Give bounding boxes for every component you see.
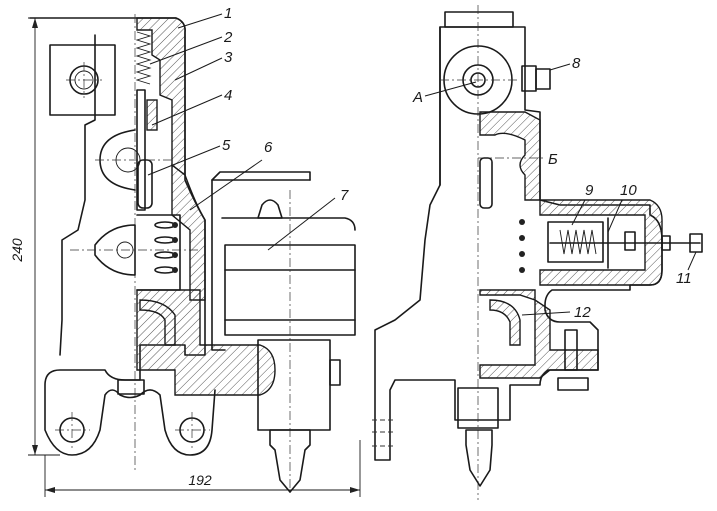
piston-5 [137, 159, 153, 209]
callout-3: 3 [224, 49, 233, 66]
leader-4 [151, 94, 223, 126]
leader-10 [607, 199, 623, 233]
leader-A [424, 81, 477, 97]
right-connector [465, 429, 493, 487]
callout-9: 9 [585, 182, 594, 199]
right-wall-section-upper [479, 111, 541, 201]
callout-7: 7 [340, 187, 349, 204]
fitting-8-body [521, 65, 537, 92]
spring-coil [172, 237, 178, 243]
callout-4: 4 [224, 87, 232, 104]
left-inner-profile [59, 34, 96, 356]
leader-11 [687, 251, 697, 271]
leader-7 [267, 197, 336, 251]
leader-6 [189, 159, 263, 211]
bolt-vertical [564, 329, 578, 371]
side-nut [329, 359, 341, 386]
right-housing-lower [457, 387, 499, 429]
spring-coil [172, 252, 178, 258]
spring-2 [135, 31, 152, 85]
spring-lower [154, 221, 176, 274]
right-piston [479, 157, 493, 209]
leader-5 [147, 145, 221, 176]
connector [269, 429, 311, 493]
coil-terminal [257, 199, 283, 219]
leader-3 [174, 57, 223, 81]
leader-2 [149, 36, 223, 65]
bracket-top [211, 171, 311, 181]
left-view: 240 192 1 2 3 4 5 6 7 [9, 5, 361, 497]
guide-4 [146, 99, 158, 131]
spring-coil [172, 267, 178, 273]
dim-width-label: 192 [188, 472, 212, 488]
callout-5: 5 [222, 137, 231, 154]
spring-9 [559, 229, 597, 255]
leader-9 [571, 199, 586, 226]
lock-nut [661, 235, 671, 251]
callout-11: 11 [676, 270, 692, 287]
left-upper-block [49, 44, 116, 116]
leader-1 [177, 13, 223, 29]
valve-housing-section [539, 199, 663, 286]
right-view: A 8 Б 9 10 11 12 [372, 5, 703, 500]
fitting-8-nut [535, 68, 551, 90]
left-wall-section-upper [136, 17, 186, 177]
valve-seat [624, 231, 636, 251]
valve-cup [94, 224, 136, 276]
callout-8: 8 [572, 55, 581, 72]
spring-right-lower [519, 219, 525, 273]
callout-10: 10 [620, 182, 637, 199]
bolt-head [557, 377, 589, 391]
right-base-section [479, 289, 599, 379]
callout-A: A [412, 89, 423, 106]
left-wall-section-mid [171, 163, 206, 301]
valve-chamber [547, 221, 604, 263]
plunger-rod [136, 89, 146, 211]
dim-arrow [32, 18, 38, 28]
spring-coil [172, 222, 178, 228]
callout-2: 2 [223, 29, 233, 46]
callout-6: 6 [264, 139, 273, 156]
top-cap [444, 11, 514, 28]
coil-cover [221, 217, 356, 231]
dim-arrow [350, 487, 360, 493]
curved-channel-12 [489, 299, 521, 346]
curved-channel [139, 299, 176, 346]
leader-8 [549, 63, 571, 71]
callout-1: 1 [224, 5, 232, 22]
leader-12 [521, 311, 571, 316]
dim-height-label: 240 [9, 238, 25, 263]
dim-arrow [32, 445, 38, 455]
callout-12: 12 [574, 304, 591, 321]
callout-B: Б [548, 151, 558, 168]
dim-arrow [45, 487, 55, 493]
bracket [211, 179, 311, 351]
lower-nut [117, 379, 145, 395]
